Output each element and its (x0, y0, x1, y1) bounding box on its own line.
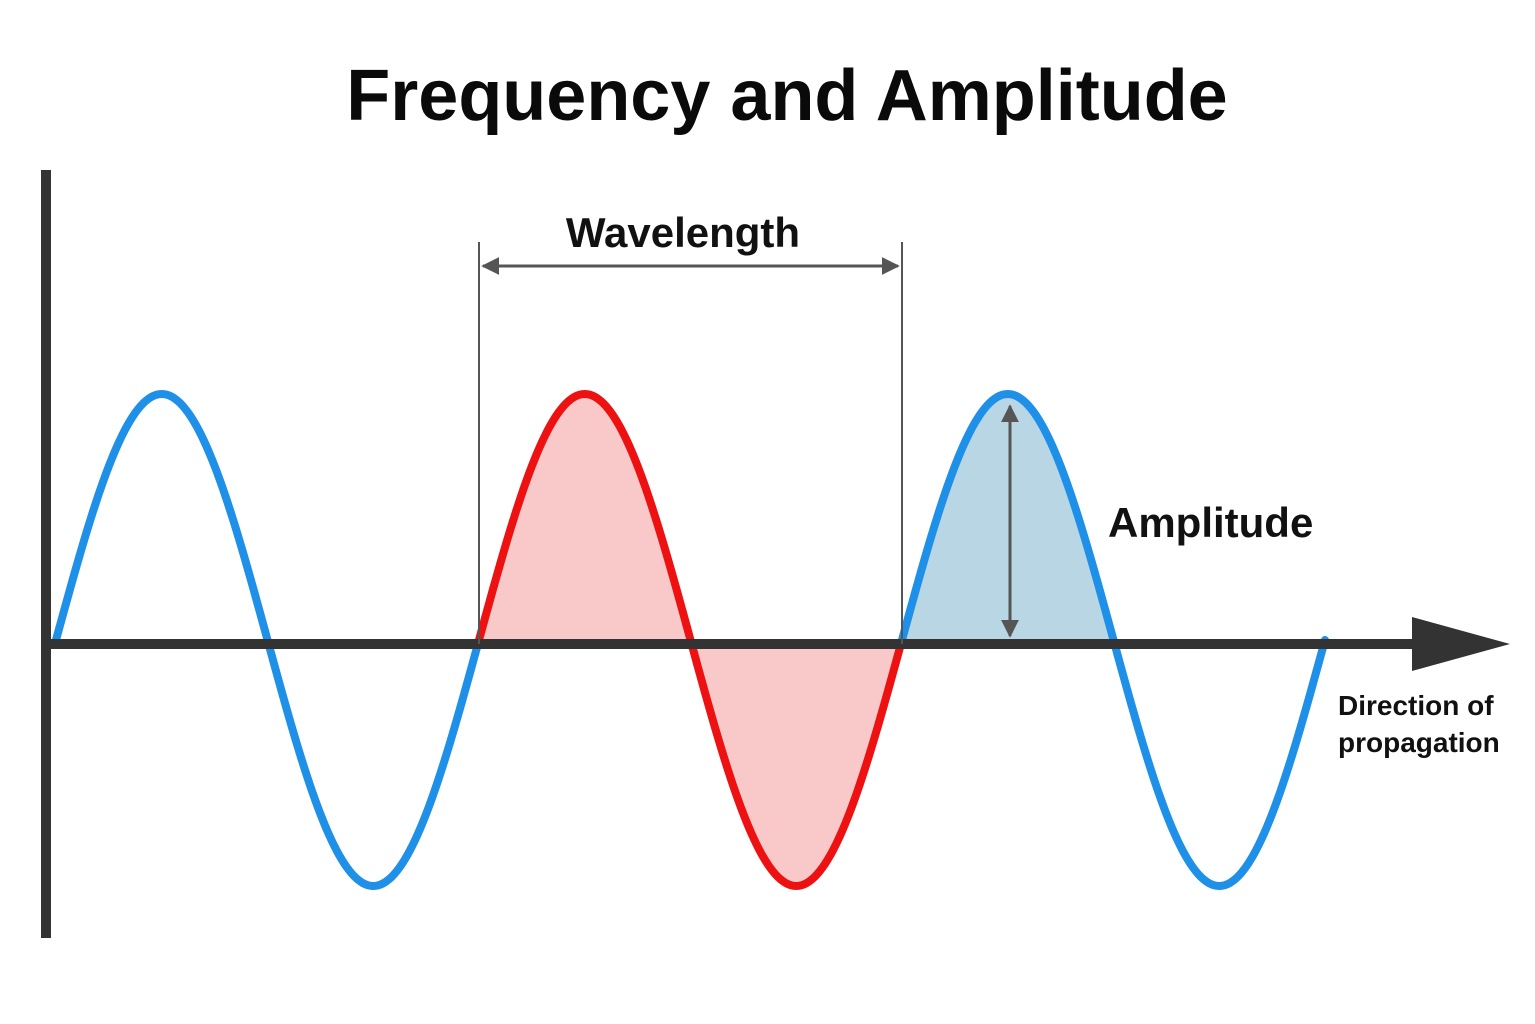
wavelength-label: Wavelength (566, 209, 800, 256)
direction-label-line1: Direction of (1338, 690, 1494, 721)
direction-label-line2: propagation (1338, 727, 1500, 758)
propagation-arrow-head (1412, 617, 1510, 671)
amplitude-label: Amplitude (1108, 499, 1313, 546)
page-title: Frequency and Amplitude (346, 56, 1227, 136)
